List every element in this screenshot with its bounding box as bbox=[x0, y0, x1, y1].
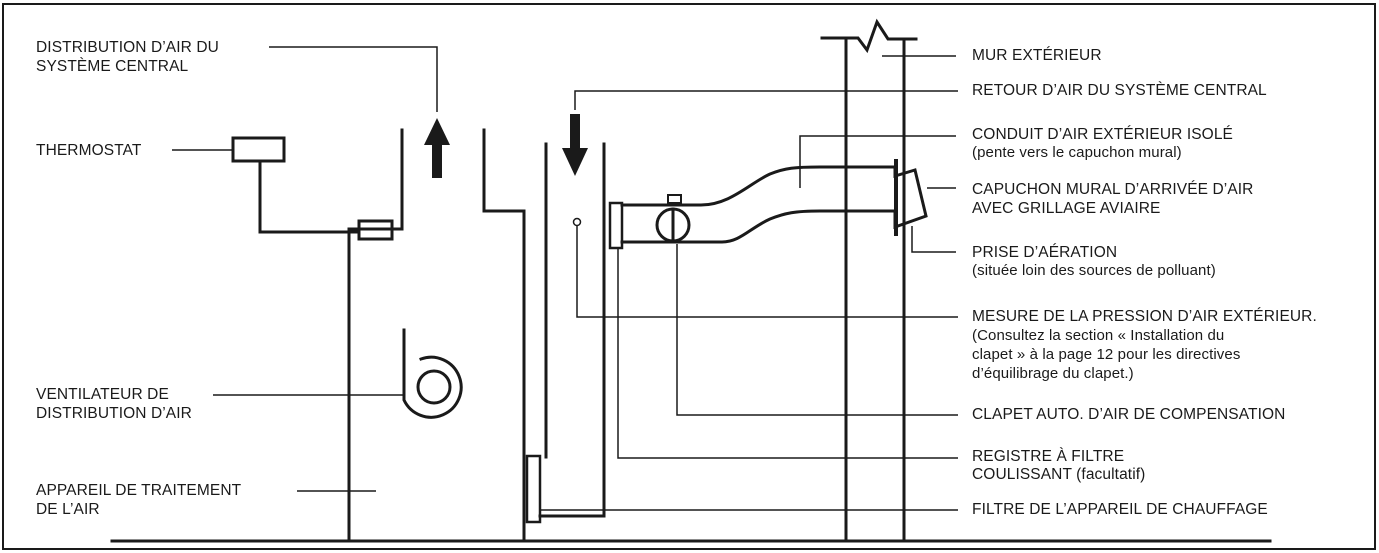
label-exterior-wall: MUR EXTÉRIEUR bbox=[972, 47, 1102, 64]
damper-actuator bbox=[667, 194, 682, 204]
leader-distribution bbox=[269, 46, 438, 112]
label-furnace-filter: FILTRE DE L’APPAREIL DE CHAUFFAGE bbox=[972, 501, 1268, 518]
filter-register bbox=[608, 201, 624, 250]
label-makeup-damper: CLAPET AUTO. D’AIR DE COMPENSATION bbox=[972, 406, 1286, 423]
leader-pressure bbox=[576, 226, 958, 318]
supply-arrow-shaft bbox=[432, 141, 442, 178]
label-central-return: RETOUR D’AIR DU SYSTÈME CENTRAL bbox=[972, 82, 1267, 99]
label-pressure-note: (Consultez la section « Installation du … bbox=[972, 327, 1241, 382]
label-air-intake-note: (située loin des sources de polluant) bbox=[972, 262, 1216, 279]
label-distribution-fan: VENTILATEUR DE DISTRIBUTION D’AIR bbox=[36, 386, 192, 422]
wall-break-line bbox=[820, 18, 918, 54]
label-thermostat: THERMOSTAT bbox=[36, 142, 142, 159]
pressure-port bbox=[572, 217, 582, 227]
air-handler-left-wall bbox=[347, 128, 404, 543]
return-arrow-shaft bbox=[570, 114, 580, 151]
label-filter-register: REGISTRE À FILTRE bbox=[972, 448, 1125, 465]
supply-arrow-head bbox=[424, 118, 450, 145]
control-box bbox=[357, 219, 394, 241]
leader-duct bbox=[799, 135, 956, 188]
distribution-fan-wheel bbox=[416, 369, 452, 405]
label-air-intake: PRISE D’AÉRATION bbox=[972, 244, 1118, 261]
return-arrow-head bbox=[562, 148, 588, 176]
outer-frame bbox=[2, 3, 1376, 550]
label-insulated-duct: CONDUIT D’AIR EXTÉRIEUR ISOLÉ bbox=[972, 126, 1233, 143]
label-wall-hood: CAPUCHON MURAL D’ARRIVÉE D’AIR AVEC GRIL… bbox=[972, 181, 1254, 217]
thermostat-wire bbox=[258, 159, 361, 234]
label-insulated-duct-note: (pente vers le capuchon mural) bbox=[972, 144, 1182, 161]
label-central-distribution: DISTRIBUTION D’AIR DU SYSTÈME CENTRAL bbox=[36, 39, 219, 75]
label-filter-register-sliding: COULISSANT (facultatif) bbox=[972, 466, 1146, 483]
distribution-fan-housing bbox=[402, 328, 463, 419]
thermostat-box bbox=[231, 136, 286, 163]
leader-register bbox=[617, 248, 958, 459]
air-handler-right-wall bbox=[482, 128, 526, 543]
furnace-filter bbox=[525, 454, 542, 524]
leader-intake bbox=[911, 226, 956, 253]
leader-damper bbox=[676, 244, 958, 416]
leader-return bbox=[574, 90, 958, 110]
label-pressure-measure: MESURE DE LA PRESSION D’AIR EXTÉRIEUR. bbox=[972, 308, 1317, 325]
label-air-handler: APPAREIL DE TRAITEMENT DE L’AIR bbox=[36, 482, 242, 518]
outdoor-air-duct bbox=[620, 165, 928, 244]
